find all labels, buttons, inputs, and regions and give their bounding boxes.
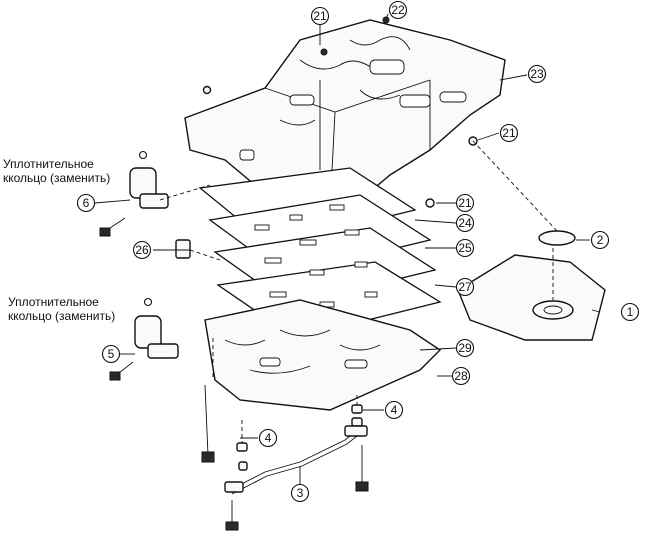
oil-strainer [457, 140, 606, 341]
seal-ring-note-line-1: Уплотнительное [3, 157, 94, 171]
callout-27-label: 27 [458, 280, 472, 294]
callout-22: 22 [388, 0, 408, 20]
callout-26: 26 [132, 240, 152, 260]
seal-ring-note-line-2: ккольцо (заменить) [8, 309, 116, 323]
seal-ring-note-solenoid-6: Уплотнительное ккольцо (заменить) [3, 157, 110, 185]
callout-5-label: 5 [108, 347, 115, 361]
callout-23-label: 23 [530, 67, 544, 81]
callout-21a-label: 21 [313, 9, 327, 23]
callout-22-label: 22 [391, 3, 405, 17]
callout-6: 6 [76, 193, 96, 213]
upper-valve-body [184, 19, 506, 211]
callout-21a: 21 [310, 6, 330, 26]
callout-24-label: 24 [458, 216, 472, 230]
seal-ring-note-line-2: ккольцо (заменить) [3, 171, 111, 185]
callout-21c: 21 [455, 193, 475, 213]
callout-25: 25 [455, 238, 475, 258]
callout-4b-label: 4 [265, 431, 272, 445]
callout-24: 24 [455, 213, 475, 233]
lower-valve-body [204, 299, 442, 411]
callout-3-label: 3 [297, 486, 304, 500]
callout-4a: 4 [384, 400, 404, 420]
tube-and-seals [224, 395, 368, 495]
callout-1: 1 [620, 302, 640, 322]
callout-21b: 21 [499, 123, 519, 143]
leader-lines [94, 13, 601, 484]
fitting-26 [175, 239, 221, 261]
callout-29-label: 29 [458, 341, 472, 355]
callout-4a-label: 4 [391, 403, 398, 417]
callout-28: 28 [451, 366, 471, 386]
callout-27: 27 [455, 277, 475, 297]
callout-21c-label: 21 [458, 196, 472, 210]
callout-28-label: 28 [454, 369, 468, 383]
callout-5: 5 [101, 344, 121, 364]
callout-3: 3 [290, 483, 310, 503]
callout-6-label: 6 [83, 196, 90, 210]
callout-21b-label: 21 [502, 126, 516, 140]
solenoid-6 [99, 150, 211, 237]
seal-ring-note-line-1: Уплотнительное [8, 295, 99, 309]
callout-2: 2 [590, 230, 610, 250]
solenoid-5 [109, 297, 179, 381]
bolts [201, 338, 369, 531]
callout-26-label: 26 [135, 243, 149, 257]
callout-1-label: 1 [627, 305, 634, 319]
callout-25-label: 25 [458, 241, 472, 255]
callout-23: 23 [527, 64, 547, 84]
callout-2-label: 2 [597, 233, 604, 247]
seal-ring-note-solenoid-5: Уплотнительное ккольцо (заменить) [8, 295, 115, 323]
callout-4b: 4 [258, 428, 278, 448]
callout-29: 29 [455, 338, 475, 358]
